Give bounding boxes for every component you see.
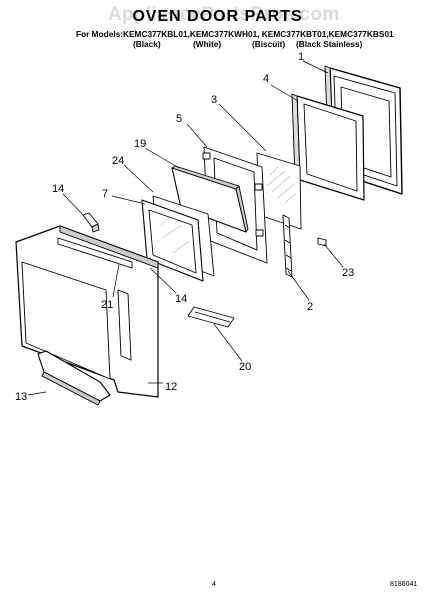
callout-13: 13 xyxy=(15,391,27,403)
callout-2: 2 xyxy=(307,301,313,313)
variant-biscuit: (Biscuit) xyxy=(252,39,286,49)
part-13-door-handle xyxy=(37,350,111,406)
part-7-window-glass xyxy=(141,199,204,282)
callout-3: 3 xyxy=(211,94,217,106)
part-20-trim-strip xyxy=(187,306,235,328)
callout-5: 5 xyxy=(176,113,182,125)
leader-lines xyxy=(27,60,344,396)
document-number: 8186041 xyxy=(390,581,418,588)
callout-7: 7 xyxy=(102,188,108,200)
callout-19: 19 xyxy=(134,138,146,150)
part-19-shield xyxy=(171,165,249,233)
callout-14-center: 14 xyxy=(175,293,187,305)
page-title: OVEN DOOR PARTS xyxy=(132,8,303,25)
part-4-door-frame xyxy=(291,93,365,201)
callout-12: 12 xyxy=(165,381,177,393)
part-14-bracket-left xyxy=(82,212,100,233)
part-12-outer-door xyxy=(15,225,159,398)
callout-1: 1 xyxy=(298,51,304,63)
page-number: 4 xyxy=(212,581,216,588)
callout-14-left: 14 xyxy=(52,183,64,195)
variant-black-stainless: (Black Stainless) xyxy=(296,39,363,49)
callout-20: 20 xyxy=(239,361,251,373)
callout-24: 24 xyxy=(112,155,124,167)
callout-21: 21 xyxy=(101,299,113,311)
models-line: For Models:KEMC377KBL01,KEMC377KWH01, KE… xyxy=(76,29,394,39)
watermark: AppliancePartsPros.com xyxy=(108,4,340,25)
callout-4: 4 xyxy=(263,73,269,85)
variant-black: (Black) xyxy=(133,39,161,49)
callout-23: 23 xyxy=(342,267,354,279)
variant-white: (White) xyxy=(193,39,222,49)
